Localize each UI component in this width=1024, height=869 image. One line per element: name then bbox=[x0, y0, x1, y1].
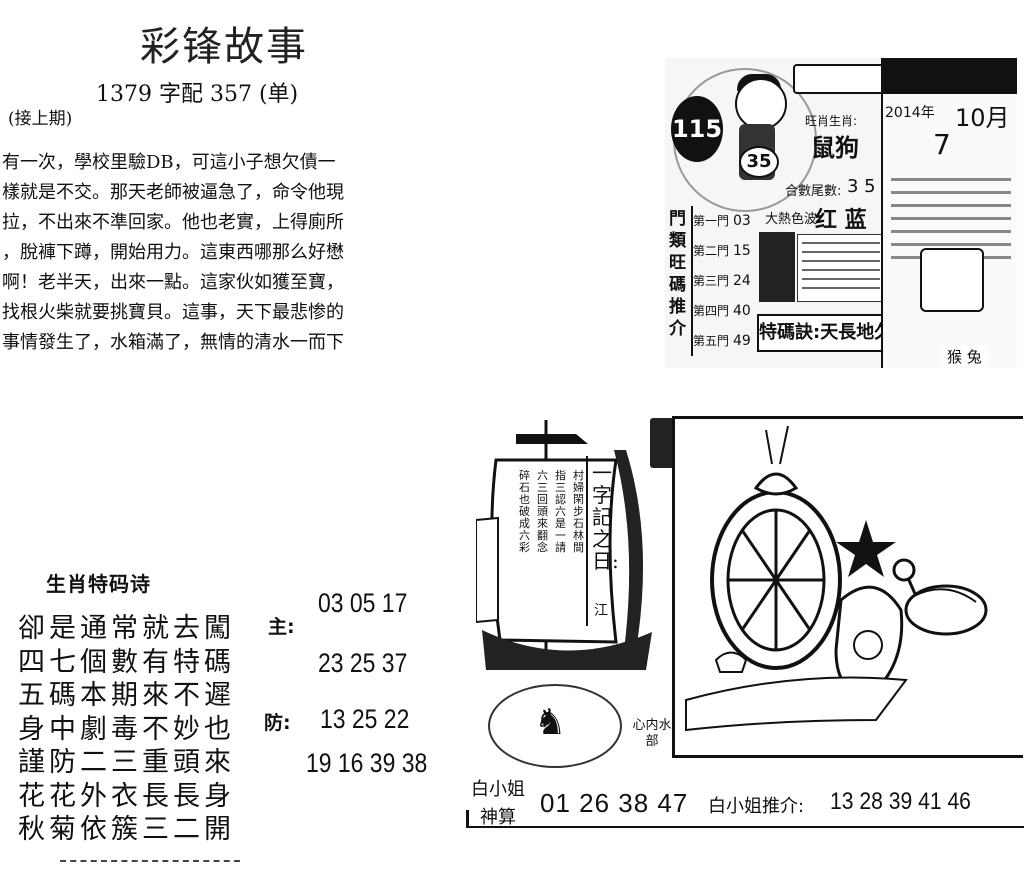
heart-label: 心内水部 bbox=[632, 718, 672, 749]
story-continued-label: (接上期) bbox=[8, 109, 73, 129]
calendar-year: 2014年 bbox=[885, 105, 935, 121]
riddle-heading-char: 江 bbox=[594, 603, 608, 619]
poem-lines: 卻是通常就去闖 四七個數有特碼 五碼本期來不遲 身中劇毒不妙也 謹防二三重頭來 … bbox=[18, 612, 235, 847]
gate-title: 門類旺碼推介 bbox=[669, 209, 686, 339]
issue-badge: 115 bbox=[671, 96, 723, 162]
main-numbers: 03 05 17 bbox=[318, 588, 408, 618]
sister-label: 白小姐神算 bbox=[471, 779, 525, 828]
sum-label: 合數尾數: bbox=[785, 184, 842, 199]
color-label: 大熱色波: bbox=[765, 212, 822, 227]
story-line: 啊！老半天，出來一點。這家伙如獲至寶， bbox=[2, 272, 344, 293]
story-line: 找根火柴就要挑寶貝。這事，天下最悲惨的 bbox=[2, 302, 344, 323]
footer-scribble bbox=[60, 860, 240, 868]
riddle-verse-column: 碎石也破成六彩 bbox=[519, 469, 530, 554]
dark-photo-block bbox=[759, 232, 795, 302]
main-numbers: 23 25 37 bbox=[318, 648, 408, 678]
wheel-turtle-illustration bbox=[685, 425, 988, 732]
sister-recommend-label: 白小姐推介: bbox=[708, 796, 805, 817]
defend-tag: 防: bbox=[264, 712, 291, 734]
shengxiao-label: 旺肖生肖: bbox=[805, 114, 858, 128]
calendar-binding-bar bbox=[881, 58, 1017, 94]
story-line: 拉，不出來不準回家。他也老實，上得廁所 bbox=[2, 212, 344, 233]
sailing-ship-icon bbox=[476, 420, 652, 670]
riddle-verse-column: 村婦閑步石林間 bbox=[573, 469, 584, 554]
poem-line: 卻是通常就去闖 bbox=[18, 613, 235, 644]
defend-numbers: 19 16 39 38 bbox=[306, 748, 428, 778]
calendar-zodiac: 猴 兔 bbox=[941, 346, 988, 367]
riddle-heading: 一字記之日: bbox=[592, 461, 619, 573]
calendar-day: 7 bbox=[933, 128, 951, 161]
poem-line: 花花外衣長長身 bbox=[18, 780, 235, 812]
bottom-rule bbox=[466, 826, 1024, 828]
sister-numbers: 01 26 38 47 bbox=[540, 788, 689, 818]
sum-value: 3 5 bbox=[847, 176, 876, 197]
boy-number-badge: 35 bbox=[739, 146, 779, 178]
sister-recommend-numbers: 13 28 39 41 46 bbox=[830, 788, 971, 815]
lottery-card: 115 35 旺肖生肖: 鼠狗 合數尾數: 3 5 大熱色波: 红 蓝 門類旺碼… bbox=[665, 58, 1017, 368]
boy-head-icon bbox=[735, 78, 787, 130]
seal-stamp-icon bbox=[650, 418, 676, 468]
poem-line: 秋菊依簇三二開 bbox=[18, 814, 235, 845]
story-code-line: 1379 字配 357 (单) bbox=[96, 82, 299, 107]
bottom-rule-corner bbox=[466, 810, 469, 828]
story-line: ，脫褲下蹲，開始用力。這東西哪那么好懋 bbox=[2, 242, 344, 263]
riddle-verse: 村婦閑步石林間 指三認六是一請 六三回頭來翻念 碎石也破成六彩 bbox=[510, 470, 590, 590]
shengxiao-value: 鼠狗 bbox=[811, 134, 859, 162]
poem-title: 生肖特码诗 bbox=[46, 572, 151, 596]
story-body: 有一次，學校里驗DB，可這小子想欠債一 樣就是不交。那天老師被逼急了，命令他現 … bbox=[2, 148, 367, 358]
riddle-verse-column: 六三回頭來翻念 bbox=[537, 469, 548, 554]
story-line: 有一次，學校里驗DB，可這小子想欠債一 bbox=[2, 152, 336, 173]
poem-line: 四七個數有特碼 bbox=[18, 646, 235, 678]
poem-line: 五碼本期來不遲 bbox=[18, 680, 235, 711]
fine-print-block bbox=[797, 234, 885, 302]
medal-ring-icon bbox=[488, 684, 622, 768]
motto-box: 特碼訣:天長地久 bbox=[757, 314, 892, 352]
color-value: 红 蓝 bbox=[815, 208, 867, 233]
poem-line: 身中劇毒不妙也 bbox=[18, 713, 235, 745]
poem-line: 謹防二三重頭來 bbox=[18, 747, 235, 778]
calendar-page bbox=[881, 58, 1017, 368]
riddle-heading-frame bbox=[586, 456, 622, 626]
calendar-month: 10月 bbox=[955, 104, 1010, 132]
horse-icon: ♞ bbox=[534, 702, 567, 743]
defend-numbers: 13 25 22 bbox=[320, 704, 410, 734]
calendar-stamp-icon bbox=[920, 248, 984, 312]
story-title: 彩锋故事 bbox=[140, 24, 308, 70]
story-line: 樣就是不交。那天老師被逼急了，命令他現 bbox=[2, 182, 344, 203]
riddle-verse-column: 指三認六是一請 bbox=[555, 469, 566, 554]
story-line: 事情發生了，水箱滿了，無情的清水一而下 bbox=[2, 332, 344, 353]
main-tag: 主: bbox=[268, 616, 295, 638]
